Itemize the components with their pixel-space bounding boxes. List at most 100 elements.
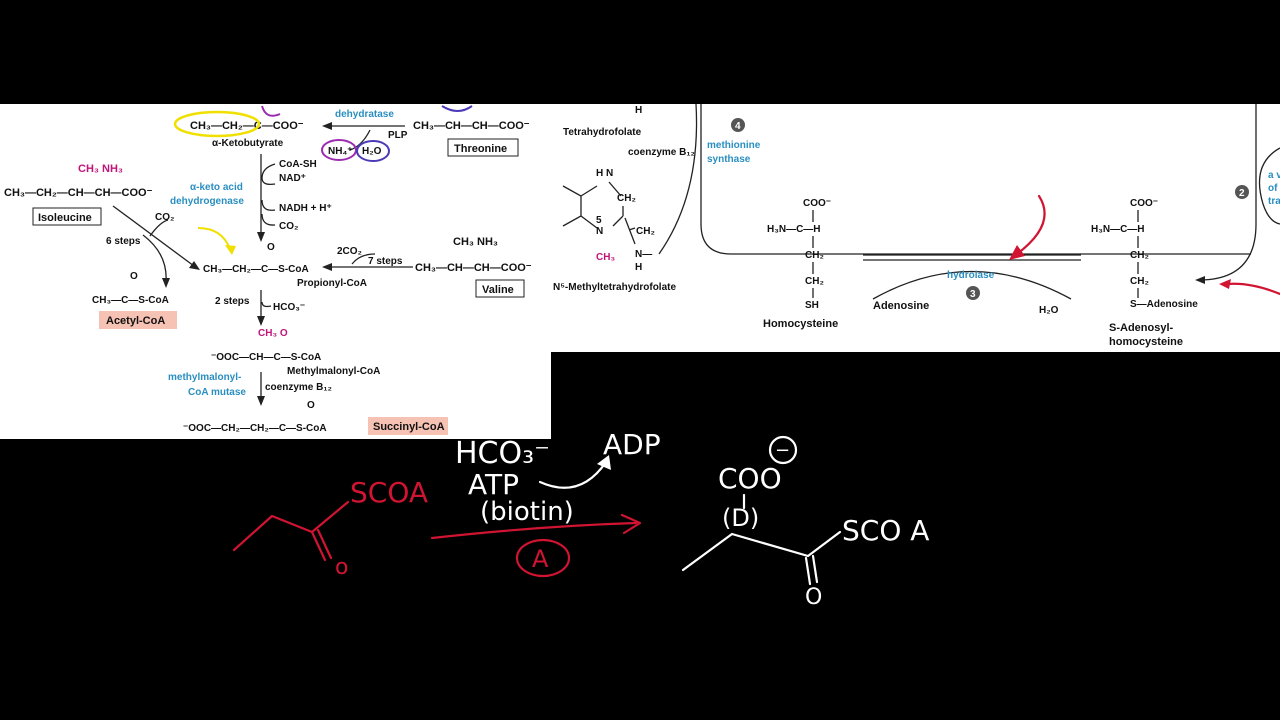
mthf-nh: H N [596, 168, 613, 179]
succinyl-label: Succinyl-CoA [373, 421, 445, 433]
hand-product-skeleton [681, 530, 842, 572]
co2-right-label: CO₂ [279, 221, 298, 232]
water-label: H₂O [362, 146, 382, 157]
isoleucine-top: CH₃ NH₃ [78, 163, 123, 175]
mthf-ch2a: CH₂ [617, 193, 636, 204]
sah-coo: COO⁻ [1130, 198, 1158, 209]
coa-sh-label: CoA-SH [279, 159, 317, 170]
nadh-label: NADH + H⁺ [279, 203, 332, 214]
water-label-right: H₂O [1039, 305, 1059, 316]
succinyl-o: O [307, 400, 315, 411]
hand-hco3: HCO₃⁻ [455, 436, 550, 471]
dehydratase-label: dehydratase [335, 109, 394, 120]
ketobutyrate-formula: CH₃—CH₂—C—COO⁻ [190, 120, 304, 132]
hand-circle-a [515, 538, 571, 578]
methylmalonyl-label: Methylmalonyl-CoA [287, 366, 380, 377]
ketobutyrate-label: α-Ketobutyrate [212, 138, 284, 149]
valine-label: Valine [482, 284, 514, 296]
adenosine-label: Adenosine [873, 300, 929, 312]
mthf-ch2b: CH₂ [636, 226, 655, 237]
propionyl-formula: CH₃—CH₂—C—S-CoA [203, 264, 309, 275]
h-top: H [635, 105, 642, 116]
mthf-n5: 5 [596, 215, 602, 226]
met-synthase-line2: synthase [707, 154, 751, 165]
sah-label-line2: homocysteine [1109, 336, 1183, 348]
succinyl-formula: ⁻OOC—CH₂—CH₂—C—S-CoA [183, 423, 327, 434]
homocysteine-label: Homocysteine [763, 318, 838, 330]
sah-ch2a: CH₂ [1130, 250, 1149, 261]
hydrolase-label: hydrolase [947, 270, 995, 281]
hand-propionyl-skeleton [232, 500, 350, 552]
mthf-h: H [635, 262, 642, 273]
threonine-formula: CH₃—CH—CH—COO⁻ [413, 120, 530, 132]
plp-label: PLP [388, 130, 408, 141]
ketoacid-dh-line2: dehydrogenase [170, 196, 244, 207]
valine-top: CH₃ NH₃ [453, 236, 498, 248]
hand-coo: COO [718, 462, 782, 495]
b12-label: coenzyme B₁₂ [265, 382, 332, 393]
hco3-label: HCO₃⁻ [273, 302, 305, 313]
homocys-ch2a: CH₂ [805, 250, 824, 261]
acetyl-o: O [130, 271, 138, 282]
sah-center: H₃N—C—H [1091, 224, 1145, 235]
step-2-badge [1235, 185, 1249, 199]
acetyl-formula: CH₃—C—S-CoA [92, 295, 169, 306]
step-4-badge [731, 118, 745, 132]
mutase-line1: methylmalonyl- [168, 372, 241, 383]
isoleucine-formula: CH₃—CH₂—CH—CH—COO⁻ [4, 187, 153, 199]
side-text-2: of [1268, 183, 1278, 194]
hydrolase-curve [872, 270, 1072, 300]
thf-label: Tetrahydrofolate [563, 127, 642, 138]
mthf-label: N⁵-Methyltetrahydrofolate [553, 282, 676, 293]
hand-biotin: (biotin) [480, 497, 574, 527]
step-4-number: 4 [735, 121, 741, 132]
six-steps-label: 6 steps [106, 236, 141, 247]
mutase-line2: CoA mutase [188, 387, 246, 398]
threonine-label: Threonine [454, 143, 507, 155]
mthf-n2: N— [635, 249, 652, 260]
sah-s: S—Adenosine [1130, 299, 1198, 310]
hand-adp: ADP [603, 428, 661, 461]
sah-ch2b: CH₂ [1130, 276, 1149, 287]
hand-atp: ATP [468, 468, 519, 501]
propionyl-label: Propionyl-CoA [297, 278, 367, 289]
amino-acid-catabolism-figure: CH₃—CH₂—C—COO⁻ α-Ketobutyrate dehydratas… [0, 104, 551, 439]
hand-reaction-arrow [430, 521, 638, 540]
hand-letter-a: A [532, 545, 549, 573]
step-2-number: 2 [1239, 188, 1245, 199]
mthf-n: N [596, 226, 603, 237]
ketoacid-dh-line1: α-keto acid [190, 182, 243, 193]
propionyl-o: O [267, 242, 275, 253]
yellow-highlight-circle [173, 110, 261, 138]
acetyl-label: Acetyl-CoA [106, 315, 165, 327]
two-steps-label: 2 steps [215, 296, 250, 307]
hand-o-right: O [805, 585, 822, 610]
two-co2-label: 2CO₂ [337, 246, 362, 257]
homocys-ch2b: CH₂ [805, 276, 824, 287]
step-3-badge [966, 286, 980, 300]
hand-scoa-right: SCO A [842, 514, 929, 547]
homocys-coo: COO⁻ [803, 198, 831, 209]
homocys-center: H₃N—C—H [767, 224, 821, 235]
side-text-1: a v [1268, 170, 1280, 181]
co2-left-label: CO₂ [155, 212, 174, 223]
methylmalonyl-top: CH₃ O [258, 328, 288, 339]
red-annotation-arrow [1015, 194, 1046, 256]
hand-minus: − [775, 440, 790, 461]
isoleucine-to-propionyl-arrow [112, 205, 195, 267]
mthf-ch3: CH₃ [596, 252, 615, 263]
valine-formula: CH₃—CH—CH—COO⁻ [415, 262, 532, 274]
hand-scoa-left: SCOA [350, 476, 428, 509]
isoleucine-label: Isoleucine [38, 212, 92, 224]
ammonium-label: NH₄⁺ [328, 146, 353, 157]
hand-atp-arrow [538, 460, 608, 489]
step-3-number: 3 [970, 289, 976, 300]
hand-minus-circle [768, 435, 798, 465]
sah-label-line1: S-Adenosyl- [1109, 322, 1174, 334]
hand-o-left: o [335, 555, 348, 580]
cob12-label: coenzyme B₁₂ [628, 147, 695, 158]
seven-steps-label: 7 steps [368, 256, 403, 267]
hand-d: (D) [722, 504, 759, 532]
methylmalonyl-formula: ⁻OOC—CH—C—S-CoA [211, 352, 321, 363]
